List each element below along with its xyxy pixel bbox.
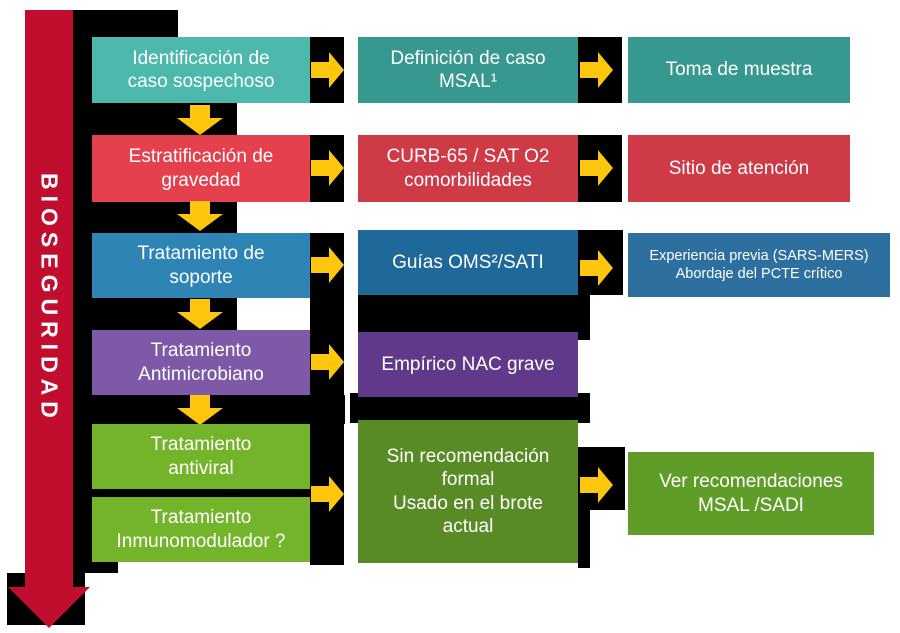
box-tratamiento-antiviral: Tratamiento antiviral <box>92 424 310 489</box>
box-curb65-sato2: CURB-65 / SAT O2 comorbilidades <box>358 135 578 202</box>
box-empirico-nac-grave: Empírico NAC grave <box>358 332 578 397</box>
box-guias-oms-sati: Guías OMS²/SATI <box>358 230 578 295</box>
arrow-down-icon <box>177 299 223 329</box>
arrow-right-icon <box>580 250 613 286</box>
box-sitio-de-atencion: Sitio de atención <box>628 135 850 202</box>
arrow-right-icon <box>311 344 344 380</box>
biosecurity-arrow <box>8 10 90 628</box>
arrow-down-icon <box>177 395 223 425</box>
box-definicion-caso-msal: Definición de caso MSAL¹ <box>358 37 578 103</box>
arrow-right-icon <box>580 150 613 186</box>
shadow-mid-gap-row45 <box>350 393 590 423</box>
arrow-right-icon <box>311 150 344 186</box>
shadow-mid-gap-row34 <box>358 295 590 332</box>
shadow-top-connector <box>118 10 178 37</box>
box-toma-de-muestra: Toma de muestra <box>628 37 850 103</box>
arrow-right-icon <box>311 52 344 88</box>
shadow-corner-mid-row5 <box>578 510 590 568</box>
shadow-gap-green <box>92 489 310 497</box>
box-identificacion-caso-sospechoso: Identificación de caso sospechoso <box>92 37 310 103</box>
box-tratamiento-inmunomodulador: Tratamiento Inmunomodulador ? <box>92 497 310 562</box>
box-tratamiento-antimicrobiano: Tratamiento Antimicrobiano <box>92 330 310 395</box>
biosecurity-label: BIOSEGURIDAD <box>36 173 63 424</box>
arrow-right-icon <box>580 52 613 88</box>
arrow-right-icon <box>580 467 613 503</box>
box-estratificacion-gravedad: Estratificación de gravedad <box>92 135 310 202</box>
box-experiencia-previa: Experiencia previa (SARS-MERS) Abordaje … <box>628 233 890 297</box>
arrow-down-icon <box>177 105 223 135</box>
box-sin-recomendacion-formal: Sin recomendación formal Usado en el bro… <box>358 420 578 563</box>
arrow-right-icon <box>311 247 344 283</box>
box-ver-recomendaciones: Ver recomendaciones MSAL /SADI <box>628 452 874 535</box>
arrow-right-icon <box>311 476 344 512</box>
arrow-down-icon <box>177 201 223 231</box>
box-tratamiento-soporte: Tratamiento de soporte <box>92 233 310 298</box>
shadow-strip-left <box>310 233 344 565</box>
